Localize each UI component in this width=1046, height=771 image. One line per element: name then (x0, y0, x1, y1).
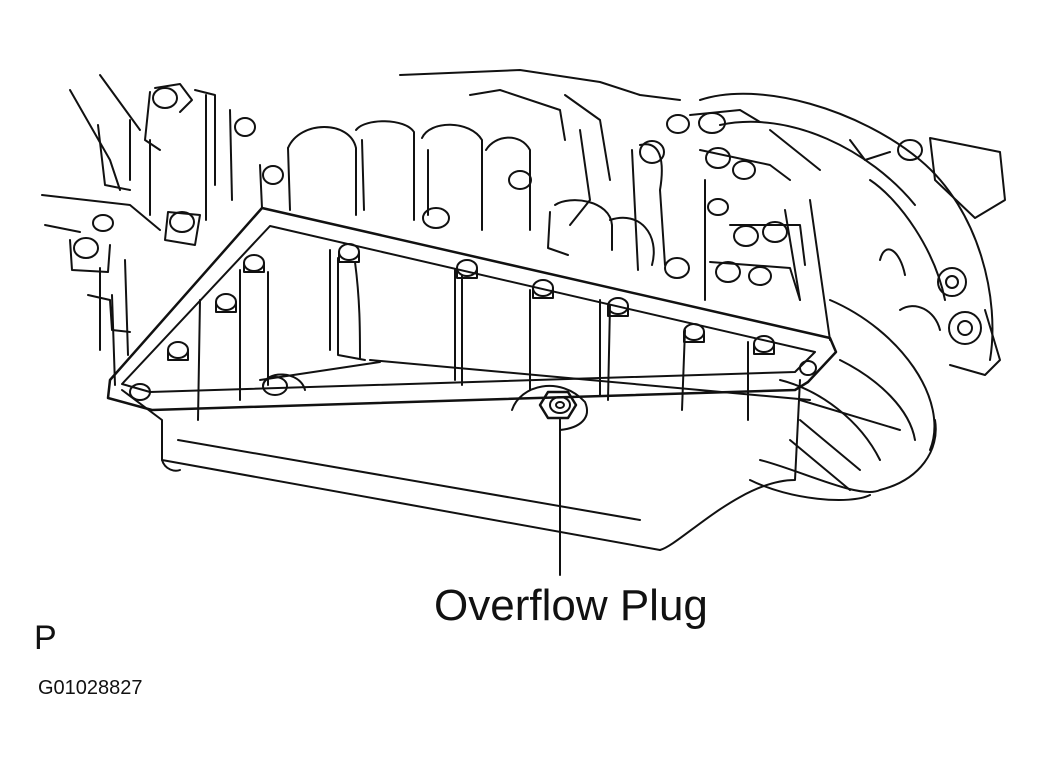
flange-bolts (129, 243, 817, 401)
overflow-plug-label: Overflow Plug (434, 581, 708, 630)
view-letter: P (34, 619, 57, 657)
figure-code: G01028827 (38, 677, 143, 699)
bell-housing (699, 92, 1006, 501)
valve-body (41, 69, 821, 386)
oil-pan (106, 206, 838, 551)
overflow-plug (511, 385, 588, 431)
